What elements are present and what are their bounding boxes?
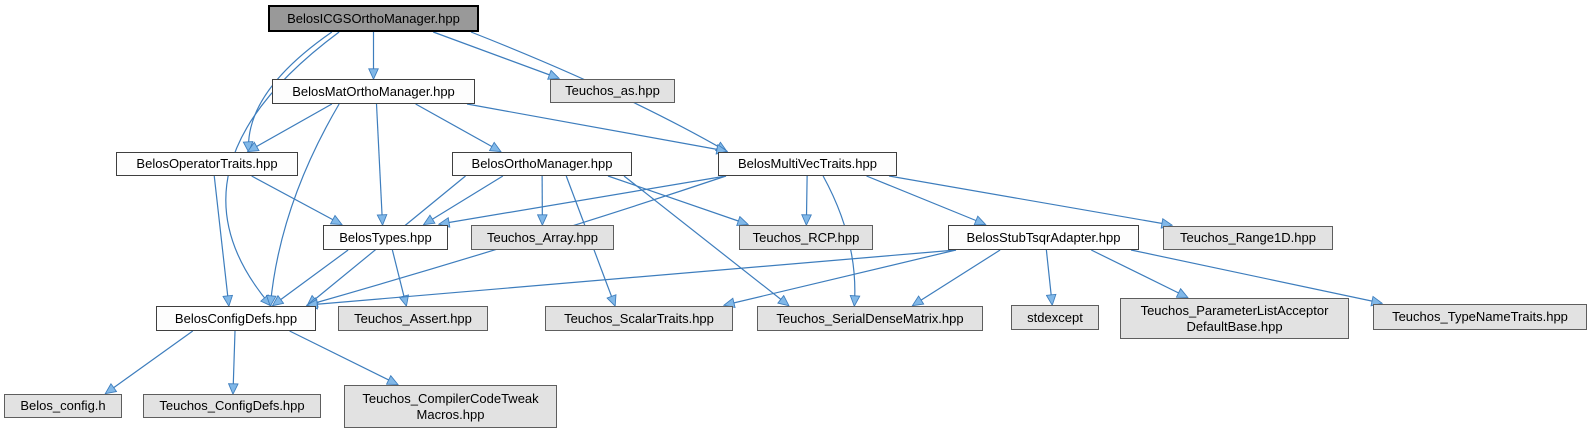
graph-node-BelosOrthoManager[interactable]: BelosOrthoManager.hpp [452,152,632,176]
edge-BelosMatOrthoManager-to-BelosOperatorTraits [249,103,333,151]
edge-BelosICGSOrthoManager-to-Teuchos_as [433,31,558,78]
graph-node-Teuchos_ScalarTraits: Teuchos_ScalarTraits.hpp [545,306,733,331]
edge-BelosOrthoManager-to-Teuchos_SerialDenseMatrix [623,175,788,305]
graph-node-Teuchos_TypeNameTraits: Teuchos_TypeNameTraits.hpp [1373,304,1587,330]
edge-BelosMultiVecTraits-to-Teuchos_RCP [806,175,807,224]
edge-BelosConfigDefs-to-Teuchos_CompilerCodeTweakMacros [289,330,397,384]
graph-node-BelosOperatorTraits[interactable]: BelosOperatorTraits.hpp [116,152,298,176]
graph-node-Teuchos_RCP: Teuchos_RCP.hpp [739,225,873,250]
graph-node-Teuchos_ConfigDefs: Teuchos_ConfigDefs.hpp [143,394,321,418]
graph-node-BelosICGSOrthoManager: BelosICGSOrthoManager.hpp [268,5,479,32]
edge-BelosTypes-to-Teuchos_Assert [391,249,406,305]
edge-BelosConfigDefs-to-Belos_config [106,330,194,393]
edge-BelosStubTsqrAdapter-to-stdexcept [1046,249,1052,304]
graph-node-BelosMultiVecTraits[interactable]: BelosMultiVecTraits.hpp [718,152,897,176]
edge-BelosConfigDefs-to-Teuchos_ConfigDefs [233,330,235,393]
graph-node-BelosTypes[interactable]: BelosTypes.hpp [323,225,448,250]
graph-node-Teuchos_ParameterListAcceptorDefaultBase: Teuchos_ParameterListAcceptor DefaultBas… [1120,298,1349,339]
graph-node-Teuchos_Array: Teuchos_Array.hpp [471,225,614,250]
graph-node-Belos_config: Belos_config.h [4,394,122,418]
edge-BelosOperatorTraits-to-BelosTypes [251,175,341,224]
edge-BelosMatOrthoManager-to-BelosOrthoManager [415,103,500,151]
edge-BelosStubTsqrAdapter-to-BelosConfigDefs [308,249,957,305]
edge-BelosICGSOrthoManager-to-BelosOperatorTraits [248,31,333,151]
edge-BelosMatOrthoManager-to-BelosConfigDefs [270,103,340,305]
edge-BelosMultiVecTraits-to-BelosStubTsqrAdapter [866,175,985,224]
edge-BelosMultiVecTraits-to-BelosTypes [440,175,727,224]
edge-BelosMatOrthoManager-to-BelosTypes [375,103,383,224]
graph-node-BelosMatOrthoManager[interactable]: BelosMatOrthoManager.hpp [272,79,475,104]
edge-BelosMatOrthoManager-to-BelosMultiVecTraits [466,103,726,151]
graph-node-stdexcept: stdexcept [1011,305,1099,330]
edge-BelosStubTsqrAdapter-to-Teuchos_TypeNameTraits [1130,249,1381,303]
graph-node-Teuchos_CompilerCodeTweakMacros: Teuchos_CompilerCodeTweak Macros.hpp [344,385,557,428]
edge-BelosOperatorTraits-to-BelosConfigDefs [213,175,229,305]
graph-node-Teuchos_as: Teuchos_as.hpp [550,79,675,103]
edge-BelosTypes-to-BelosConfigDefs [273,249,349,305]
edge-BelosMultiVecTraits-to-Teuchos_Range1D [888,175,1171,225]
graph-node-Teuchos_Range1D: Teuchos_Range1D.hpp [1163,226,1333,250]
graph-node-BelosStubTsqrAdapter[interactable]: BelosStubTsqrAdapter.hpp [948,225,1139,250]
graph-node-Teuchos_Assert: Teuchos_Assert.hpp [338,306,488,331]
edge-BelosOrthoManager-to-BelosTypes [425,175,504,224]
edge-BelosStubTsqrAdapter-to-Teuchos_ParameterListAcceptorDefaultBase [1090,249,1187,297]
edge-BelosStubTsqrAdapter-to-Teuchos_SerialDenseMatrix [913,249,1001,305]
graph-node-BelosConfigDefs[interactable]: BelosConfigDefs.hpp [156,306,316,331]
edge-BelosOrthoManager-to-Teuchos_RCP [607,175,747,224]
graph-node-Teuchos_SerialDenseMatrix: Teuchos_SerialDenseMatrix.hpp [757,306,983,331]
edge-BelosStubTsqrAdapter-to-Teuchos_ScalarTraits [725,249,957,305]
